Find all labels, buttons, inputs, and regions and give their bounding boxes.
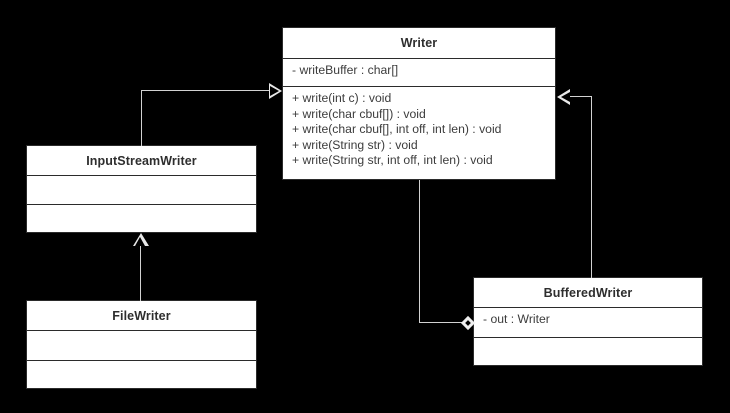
class-name-buffered-writer: BufferedWriter	[543, 285, 633, 300]
operation-item: + write(char cbuf[]) : void	[292, 106, 426, 121]
class-attributes-buffered-writer: - out : Writer	[474, 307, 702, 337]
edge-isw-to-writer-vertical	[141, 90, 143, 146]
operation-item: + write(int c) : void	[292, 91, 392, 105]
edge-writer-to-bw-horizontal	[419, 322, 469, 324]
attribute-item: - out : Writer	[483, 312, 550, 326]
class-box-buffered-writer[interactable]: BufferedWriter - out : Writer	[473, 277, 703, 366]
class-operations-input-stream-writer	[27, 204, 256, 232]
class-name-writer: Writer	[400, 36, 438, 50]
generalization-arrow-isw-to-writer-inner	[270, 85, 279, 96]
generalization-arrow-fw-to-isw-inner	[135, 237, 145, 246]
class-attributes-writer: - writeBuffer : char[]	[283, 58, 555, 86]
class-attributes-input-stream-writer	[27, 175, 256, 204]
operation-item: + write(String str) : void	[292, 137, 418, 152]
class-box-file-writer[interactable]: FileWriter	[26, 300, 257, 389]
attribute-item: - writeBuffer : char[]	[292, 63, 399, 77]
edge-bw-to-writer-vertical	[591, 96, 593, 278]
operation-item: + write(String str, int off, int len) : …	[292, 153, 493, 168]
edge-isw-to-writer-horizontal	[141, 90, 269, 92]
class-name-file-writer: FileWriter	[112, 308, 171, 323]
class-operations-writer: + write(int c) : void + write(char cbuf[…	[283, 86, 555, 179]
class-attributes-file-writer	[27, 330, 256, 360]
class-operations-buffered-writer	[474, 337, 702, 365]
operation-item: + write(char cbuf[], int off, int len) :…	[292, 122, 502, 137]
edge-bw-to-writer-horizontal	[570, 96, 592, 98]
class-name-input-stream-writer: InputStreamWriter	[86, 153, 197, 168]
edge-fw-to-isw-vertical	[140, 245, 142, 301]
generalization-arrow-bw-to-writer-inner	[561, 91, 570, 102]
class-box-writer[interactable]: Writer - writeBuffer : char[] + write(in…	[282, 27, 556, 180]
class-box-input-stream-writer[interactable]: InputStreamWriter	[26, 145, 257, 233]
class-operations-file-writer	[27, 360, 256, 388]
edge-writer-to-bw-vertical	[419, 180, 421, 323]
